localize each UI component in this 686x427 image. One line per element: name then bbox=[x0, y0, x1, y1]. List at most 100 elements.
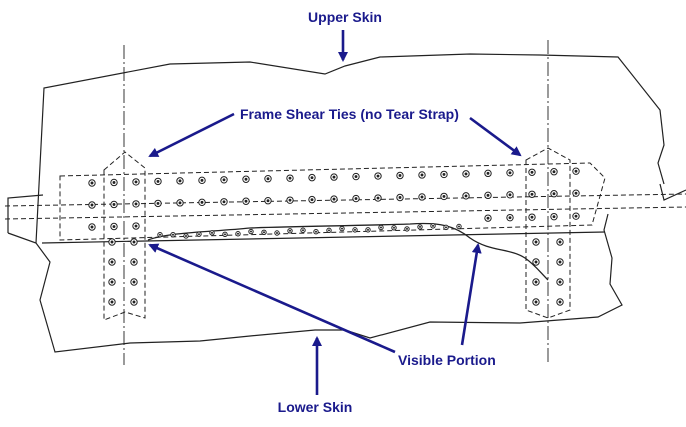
fastener bbox=[220, 176, 228, 184]
left-shear-tie bbox=[103, 151, 146, 321]
fastener bbox=[462, 170, 470, 178]
fastener bbox=[391, 225, 397, 231]
fastener bbox=[506, 191, 514, 199]
fastener bbox=[198, 198, 206, 207]
fastener bbox=[196, 231, 202, 237]
fastener bbox=[440, 170, 448, 179]
fastener bbox=[417, 224, 423, 230]
fastener bbox=[378, 224, 384, 231]
shear-tie-arrow-left bbox=[148, 112, 235, 158]
lower-skin-label: Lower Skin bbox=[278, 399, 353, 415]
fastener bbox=[550, 190, 558, 198]
fastener bbox=[456, 223, 462, 230]
fastener bbox=[532, 298, 540, 306]
fastener bbox=[484, 191, 492, 200]
fastener bbox=[183, 233, 189, 239]
fastener bbox=[556, 278, 564, 286]
fastener bbox=[418, 193, 426, 201]
splice-centerline-upper bbox=[4, 193, 686, 207]
skin-lap-edge bbox=[41, 231, 606, 244]
fastener bbox=[532, 258, 540, 266]
fastener bbox=[484, 214, 492, 222]
visible-portion-edge bbox=[147, 222, 549, 281]
upper-skin-label: Upper Skin bbox=[308, 9, 382, 25]
fastener bbox=[132, 200, 140, 208]
fastener bbox=[300, 227, 306, 233]
fastener bbox=[572, 189, 580, 197]
fastener bbox=[365, 227, 371, 233]
fastener bbox=[404, 226, 410, 232]
fastener bbox=[287, 228, 293, 234]
fastener bbox=[157, 232, 163, 238]
fastener bbox=[176, 199, 184, 207]
fastener bbox=[352, 227, 358, 233]
fastener bbox=[556, 238, 564, 246]
fastener bbox=[430, 223, 436, 229]
fastener bbox=[110, 200, 118, 209]
fastener bbox=[313, 229, 319, 235]
fastener bbox=[352, 172, 360, 181]
fastener bbox=[286, 196, 294, 204]
fastener bbox=[274, 230, 280, 236]
visible-portion-arrow-right bbox=[460, 243, 482, 346]
fastener bbox=[110, 222, 118, 231]
fastener bbox=[550, 212, 558, 221]
fastener bbox=[528, 168, 536, 176]
right-shear-tie bbox=[525, 147, 571, 319]
shear-tie-arrow-right bbox=[469, 116, 522, 157]
lower-skin-outline bbox=[7, 213, 623, 353]
fastener bbox=[286, 174, 294, 182]
fastener bbox=[110, 178, 118, 187]
fastener bbox=[132, 222, 140, 230]
fastener bbox=[130, 278, 138, 286]
fastener bbox=[440, 192, 448, 201]
fastener bbox=[235, 231, 241, 237]
fastener-pattern bbox=[88, 167, 580, 306]
fastener bbox=[242, 175, 250, 183]
upper-skin-outline bbox=[35, 53, 665, 244]
fastener bbox=[308, 173, 316, 182]
fastener bbox=[572, 167, 580, 175]
fastener bbox=[108, 298, 116, 306]
fastener bbox=[130, 238, 138, 246]
fastener bbox=[374, 172, 382, 180]
fastener bbox=[108, 238, 116, 246]
fastener bbox=[326, 227, 332, 234]
fastener bbox=[443, 224, 449, 231]
fastener bbox=[330, 195, 338, 203]
fastener bbox=[261, 229, 267, 236]
fastener bbox=[176, 177, 184, 185]
fastener bbox=[154, 177, 162, 186]
fastener bbox=[154, 199, 162, 208]
fastener bbox=[130, 298, 138, 306]
fastener bbox=[242, 197, 250, 205]
fastener bbox=[130, 258, 138, 266]
upper-skin-right-end bbox=[659, 183, 686, 201]
fastener bbox=[339, 225, 345, 232]
fastener bbox=[108, 258, 116, 266]
fastener bbox=[418, 171, 426, 179]
fastener bbox=[308, 195, 316, 204]
splice-doubler-outline bbox=[59, 162, 606, 241]
fastener bbox=[198, 176, 206, 185]
fastener bbox=[88, 223, 96, 231]
fastener bbox=[108, 278, 116, 286]
fastener bbox=[222, 231, 228, 238]
fastener bbox=[352, 194, 360, 203]
visible-portion-label: Visible Portion bbox=[398, 352, 496, 368]
fastener bbox=[572, 212, 580, 220]
fastener bbox=[209, 230, 215, 236]
frame-shear-ties-label: Frame Shear Ties (no Tear Strap) bbox=[240, 106, 459, 122]
fastener bbox=[396, 171, 404, 180]
fastener bbox=[374, 194, 382, 202]
fastener bbox=[532, 238, 540, 246]
fastener bbox=[132, 178, 140, 186]
visible-portion-arrow-left bbox=[148, 243, 396, 354]
fastener bbox=[532, 278, 540, 286]
fastener bbox=[506, 213, 514, 222]
fastener bbox=[264, 175, 272, 183]
fastener bbox=[220, 198, 228, 206]
fastener bbox=[170, 232, 176, 238]
